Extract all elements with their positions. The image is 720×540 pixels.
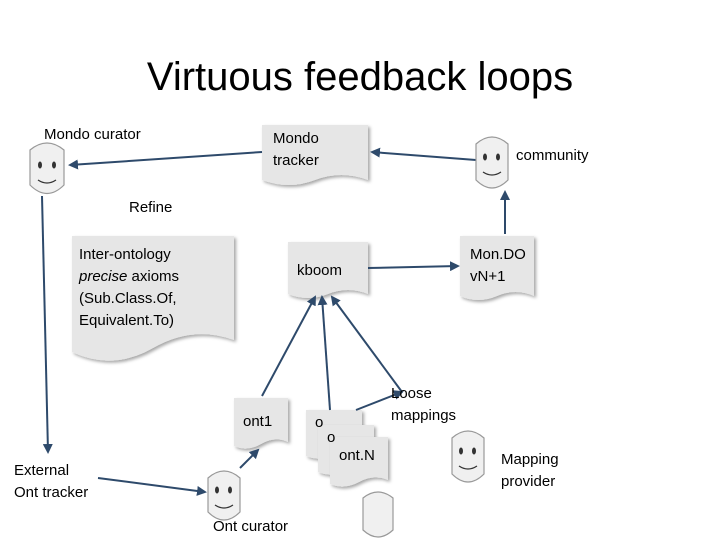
axioms-text-2-emphasis: precise xyxy=(79,268,128,285)
mondo-tracker-doc xyxy=(262,125,368,185)
mapping-provider-label-1: Mapping xyxy=(501,451,559,468)
community-face-icon xyxy=(475,136,509,189)
axioms-text-4: Equivalent.To) xyxy=(79,312,175,329)
arrow-stacked-to-kboom xyxy=(317,295,331,411)
mondo-next-doc xyxy=(460,236,534,300)
ont-curator-face-icon xyxy=(207,470,241,521)
arrow-stacked-to-mappings xyxy=(355,390,404,411)
axioms-text-2: precise axioms xyxy=(79,266,179,288)
axioms-text-2-rest: axioms xyxy=(127,268,180,285)
axioms-text-1: Inter-ontology xyxy=(79,246,171,263)
stacked-doc-back-1-text: o xyxy=(315,414,324,431)
axioms-text-3: (Sub.Class.Of, xyxy=(79,290,177,307)
loose-mappings-label-2: mappings xyxy=(391,407,457,424)
arrow-tracker-to-curator xyxy=(68,151,263,170)
mondo-next-text-2: vN+1 xyxy=(470,268,506,285)
mondo-tracker-text-2: tracker xyxy=(273,152,319,169)
ontN-doc xyxy=(330,437,388,487)
arrow-ont-curator-to-ont1 xyxy=(239,448,260,469)
mondo-next-text-1: Mon.DO xyxy=(470,246,526,263)
external-tracker-label-1: External xyxy=(14,462,70,479)
arrow-curator-to-external xyxy=(41,195,53,454)
ont-curator-label: Ont curator xyxy=(213,518,289,535)
refine-label: Refine xyxy=(129,199,173,216)
community-label: community xyxy=(516,147,589,164)
mapping-provider-label-2: provider xyxy=(501,473,556,490)
extra-face-icon xyxy=(362,491,394,538)
mapping-provider-face-icon xyxy=(451,430,485,483)
mondo-curator-face-icon xyxy=(29,142,65,195)
ontN-text: ont.N xyxy=(339,447,375,464)
axioms-doc xyxy=(72,236,234,361)
arrow-external-to-ont-curator xyxy=(97,477,207,496)
kboom-doc xyxy=(288,242,368,298)
arrow-community-to-tracker xyxy=(370,147,477,161)
external-tracker-label-2: Ont tracker xyxy=(14,484,89,501)
arrow-mappings-to-kboom xyxy=(330,295,403,393)
ont1-text: ont1 xyxy=(243,413,273,430)
arrow-ont1-to-kboom xyxy=(261,295,316,397)
kboom-text: kboom xyxy=(297,262,343,279)
loose-mappings-label-1: Loose xyxy=(391,385,432,402)
diagram-title: Virtuous feedback loops xyxy=(146,55,574,99)
arrow-kboom-to-mondo-next xyxy=(367,261,460,272)
ont1-doc xyxy=(234,398,288,449)
mondo-tracker-text-1: Mondo xyxy=(273,130,319,147)
stacked-doc-back-2-text: o xyxy=(327,429,336,446)
mondo-curator-label: Mondo curator xyxy=(44,126,141,143)
